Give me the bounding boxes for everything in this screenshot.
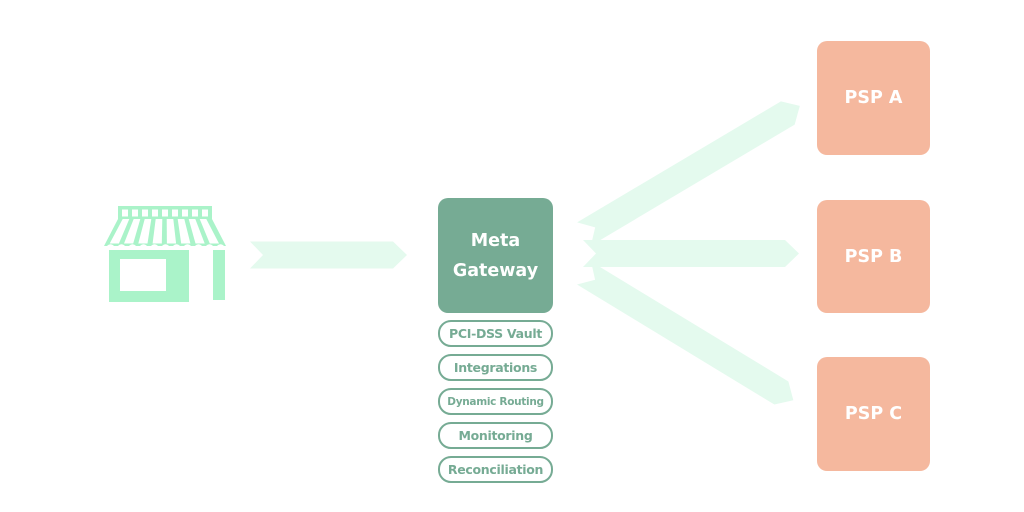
psp-a-node: PSP A xyxy=(817,41,930,155)
capability-pill-integrations: Integrations xyxy=(438,354,553,381)
gateway-label-line1: Meta xyxy=(470,230,521,251)
gateway-to-psp-c-arrow xyxy=(576,261,794,405)
psp-a-label: PSP A xyxy=(844,88,903,108)
storefront-icon xyxy=(104,206,226,302)
gateway-label-line2: Gateway xyxy=(452,260,539,281)
psp-b-node: PSP B xyxy=(817,200,930,313)
merchant-to-gateway-arrow xyxy=(250,241,407,269)
capability-pill-reconciliation: Reconciliation xyxy=(438,456,553,483)
gateway-to-psp-b-arrow xyxy=(583,240,799,267)
capability-pill-dynamic-routing: Dynamic Routing xyxy=(438,388,553,415)
psp-c-label: PSP C xyxy=(844,404,903,424)
capability-pill-list: PCI-DSS Vault Integrations Dynamic Routi… xyxy=(438,320,553,490)
capability-pill-pci-dss-vault: PCI-DSS Vault xyxy=(438,320,553,347)
psp-c-node: PSP C xyxy=(817,357,930,471)
gateway-node: Meta Gateway xyxy=(438,198,553,313)
gateway-to-psp-a-arrow xyxy=(577,101,800,246)
psp-b-label: PSP B xyxy=(844,246,903,267)
capability-pill-monitoring: Monitoring xyxy=(438,422,553,449)
